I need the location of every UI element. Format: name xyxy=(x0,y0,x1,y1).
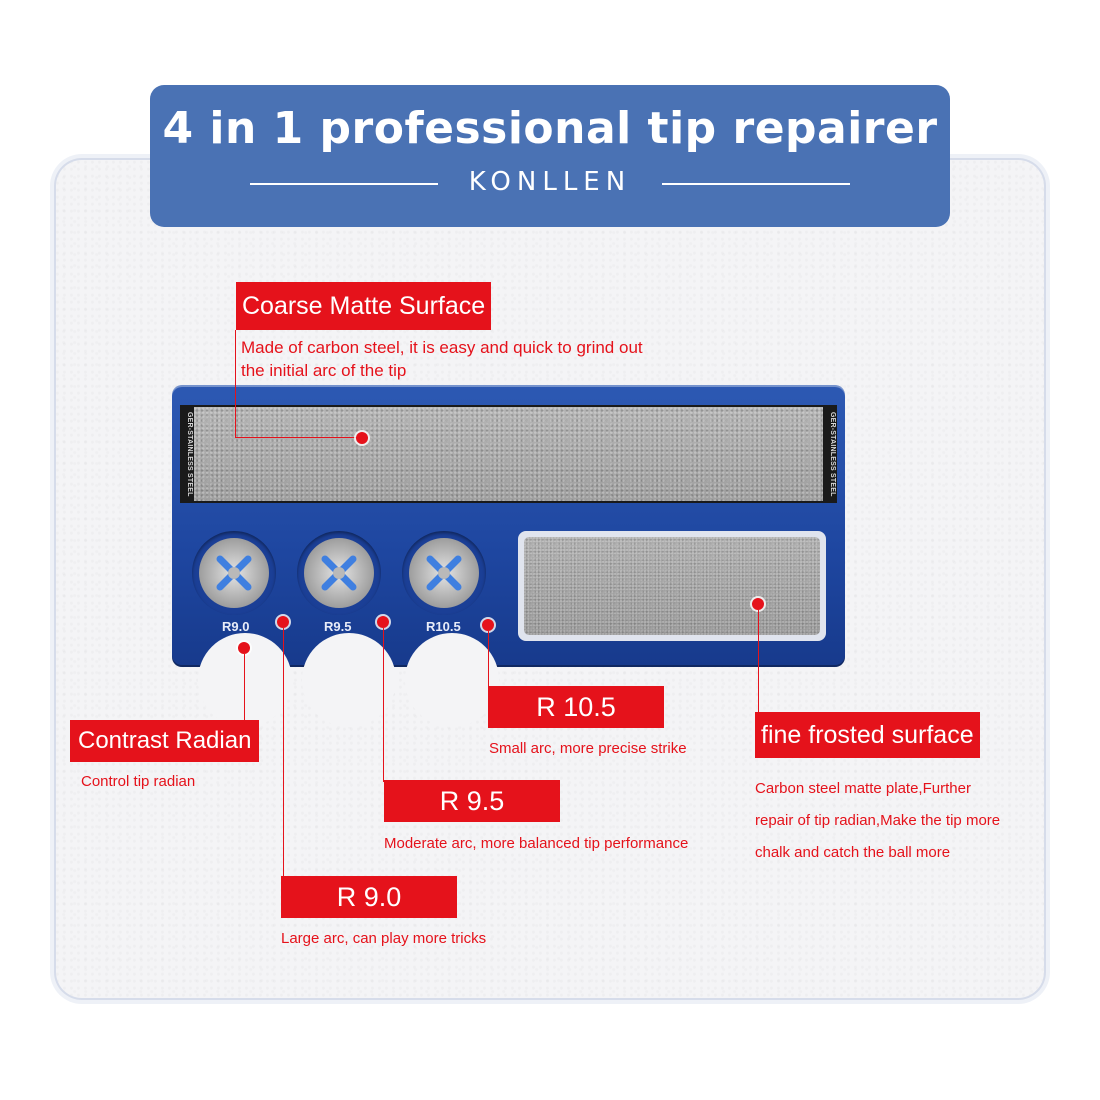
r95-leader xyxy=(383,628,384,782)
r90-desc: Large arc, can play more tricks xyxy=(281,930,487,947)
coarse-desc-line-1: Made of carbon steel, it is easy and qui… xyxy=(241,338,643,357)
contrast-marker-dot xyxy=(238,642,250,654)
contrast-notch-3 xyxy=(405,633,499,727)
r105-label: R 10.5 xyxy=(488,686,664,728)
hole-r105 xyxy=(402,531,486,615)
hole-label-r95: R9.5 xyxy=(324,619,352,634)
r105-leader xyxy=(488,631,489,687)
hole-label-r90: R9.0 xyxy=(222,619,250,634)
steel-label-left: GER-STAINLESS STEEL xyxy=(186,411,193,497)
header-rule-left xyxy=(250,183,438,185)
page-title: 4 in 1 professional tip repairer xyxy=(162,103,938,154)
r90-label: R 9.0 xyxy=(281,876,457,918)
r105-marker-dot xyxy=(482,619,494,631)
coarse-label: Coarse Matte Surface xyxy=(236,282,492,330)
fine-desc-line-2: repair of tip radian,Make the tip more xyxy=(755,812,1001,829)
fine-label: fine frosted surface xyxy=(755,712,980,758)
header-banner: 4 in 1 professional tip repairer KONLLEN xyxy=(150,85,950,227)
coarse-leader-vertical xyxy=(235,330,236,438)
contrast-desc: Control tip radian xyxy=(81,773,196,790)
hole-r95 xyxy=(297,531,381,615)
coarse-marker-dot xyxy=(356,432,368,444)
steel-label-right: GER-STAINLESS STEEL xyxy=(829,411,836,497)
r90-leader xyxy=(283,628,284,878)
tip-repairer-plate: GER-STAINLESS STEEL GER-STAINLESS STEEL xyxy=(172,385,845,727)
cross-slot-icon xyxy=(216,555,252,591)
r90-marker-dot xyxy=(277,616,289,628)
hole-label-r105: R10.5 xyxy=(426,619,461,634)
fine-leader xyxy=(758,610,759,714)
fine-desc-line-1: Carbon steel matte plate,Further xyxy=(755,780,971,797)
coarse-matte-surface xyxy=(194,407,823,501)
fine-frosted-surface xyxy=(524,537,820,635)
brand-name: KONLLEN xyxy=(468,167,632,197)
fine-surface-frame xyxy=(518,531,826,641)
r105-desc: Small arc, more precise strike xyxy=(489,740,687,757)
r95-desc: Moderate arc, more balanced tip performa… xyxy=(384,835,689,852)
cross-slot-icon xyxy=(321,555,357,591)
fine-marker-dot xyxy=(752,598,764,610)
coarse-desc-line-2: the initial arc of the tip xyxy=(241,361,407,380)
header-rule-right xyxy=(662,183,850,185)
cross-slot-icon xyxy=(426,555,462,591)
coarse-leader-horizontal xyxy=(235,437,361,438)
r95-marker-dot xyxy=(377,616,389,628)
hole-r90 xyxy=(192,531,276,615)
contrast-label: Contrast Radian xyxy=(70,720,260,762)
contrast-notch-2 xyxy=(302,633,396,727)
r95-label: R 9.5 xyxy=(384,780,560,822)
fine-desc-line-3: chalk and catch the ball more xyxy=(755,844,951,861)
contrast-leader xyxy=(244,654,245,722)
coarse-surface-frame: GER-STAINLESS STEEL GER-STAINLESS STEEL xyxy=(180,405,837,503)
